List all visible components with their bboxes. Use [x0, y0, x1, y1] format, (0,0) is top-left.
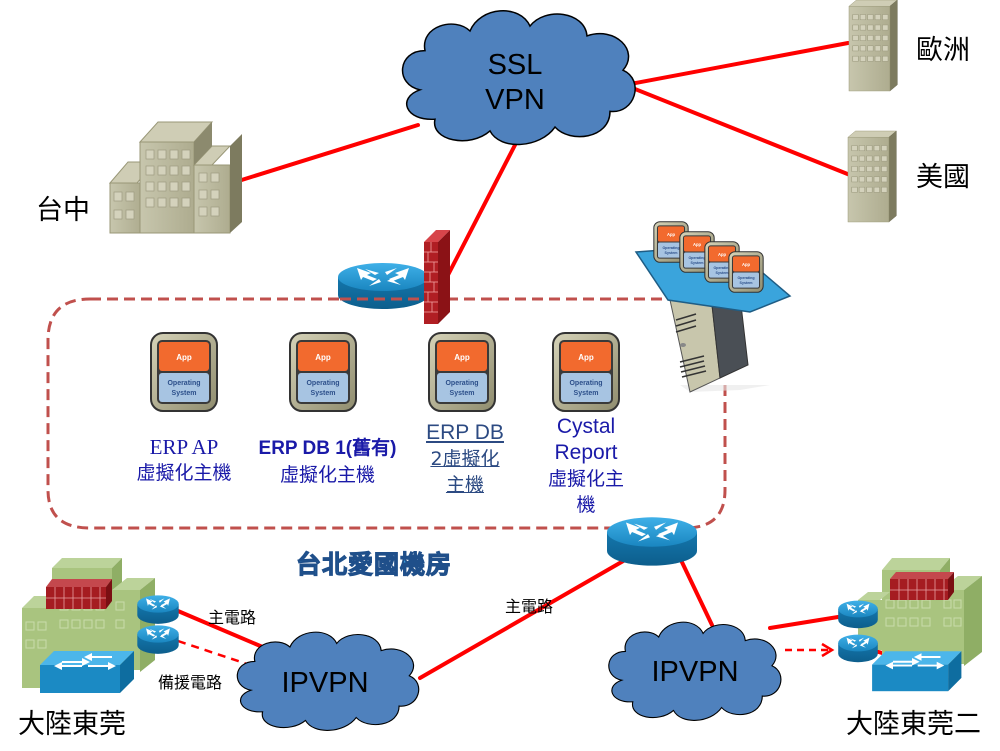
- vm-label-crystal-report-line3: 虛擬化主: [547, 468, 624, 490]
- vm-icon-erp-db2: [428, 332, 496, 412]
- vm-icon-erp-db1: [289, 332, 357, 412]
- link-dg-router1-ipvpn-left: [176, 609, 267, 650]
- usa-building-icon: [847, 130, 897, 223]
- vm-label-erp-db1: ERP DB 1(舊有) 虛擬化主機: [240, 436, 415, 488]
- vm-label-crystal-report-line4: 機: [576, 494, 596, 516]
- vm-label-erp-db2-line3[interactable]: 主機: [445, 474, 484, 496]
- link-sslvpn-europe: [623, 41, 850, 87]
- link-sslvpn-usa: [623, 83, 852, 177]
- datacenter-title: 台北愛國機房: [295, 550, 453, 580]
- link-label-primary-center: 主電路: [505, 597, 554, 616]
- gateway-router-icon: [338, 263, 428, 309]
- vm-label-erp-ap-line1: ERP AP: [149, 435, 219, 459]
- vm-label-erp-ap: ERP AP 虛擬化主機: [114, 434, 254, 486]
- link-ipvpn-right-dg2-backup: [785, 642, 835, 658]
- vm-icon-crystal-report: [552, 332, 620, 412]
- ssl-vpn-label-line1: SSL: [487, 49, 543, 81]
- ssl-vpn-label: SSL VPN: [465, 48, 565, 118]
- link-dg-router2-ipvpn-backup: [177, 639, 251, 667]
- datacenter-boundary: [46, 297, 727, 530]
- site-label-taichung: 台中: [36, 195, 90, 226]
- firewall-icon: [424, 230, 450, 324]
- vm-icon-erp-ap: [150, 332, 218, 412]
- vm-label-crystal-report-line1: Cystal: [556, 415, 616, 438]
- vm-label-erp-db1-line2: 虛擬化主機: [279, 464, 375, 486]
- europe-building-icon: [848, 0, 898, 92]
- dongguan-switch-icon: [40, 651, 134, 693]
- dongguan2-firewall-icon: [890, 572, 954, 600]
- virtualization-server-icon: [634, 221, 792, 393]
- site-label-europe: 歐洲: [916, 35, 970, 66]
- vm-label-crystal-report-line2: Report: [554, 441, 618, 464]
- link-ipvpn-right-dg2-router: [768, 615, 840, 630]
- site-label-dongguan: 大陸東莞: [18, 709, 126, 740]
- ipvpn-right-label: IPVPN: [651, 656, 739, 688]
- dongguan2-router-backup-icon: [838, 634, 878, 663]
- dongguan-router-backup-icon: [137, 625, 179, 654]
- link-core-router-ipvpn-right: [678, 556, 714, 627]
- taichung-building-icon: [108, 121, 242, 234]
- dongguan2-router-primary-icon: [838, 600, 878, 629]
- link-sslvpn-firewall: [446, 143, 517, 277]
- link-core-router-ipvpn-left: [418, 558, 627, 680]
- link-label-backup-left: 備援電路: [158, 673, 223, 692]
- dongguan-firewall-icon: [46, 579, 112, 609]
- ipvpn-left-label: IPVPN: [281, 667, 369, 699]
- vm-label-erp-db2-line2[interactable]: 2虛擬化: [430, 448, 500, 470]
- core-router-icon: [607, 517, 697, 566]
- vm-label-erp-db2[interactable]: ERP DB 2虛擬化 主機: [410, 420, 520, 498]
- ssl-vpn-label-line2: VPN: [485, 84, 545, 116]
- vm-label-erp-ap-line2: 虛擬化主機: [136, 462, 232, 484]
- dongguan-router-primary-icon: [137, 595, 179, 624]
- dongguan2-switch-icon: [872, 651, 962, 692]
- link-taichung-sslvpn: [230, 123, 420, 185]
- vm-label-erp-db2-line1[interactable]: ERP DB: [426, 421, 504, 444]
- site-label-usa: 美國: [916, 162, 970, 193]
- vm-label-erp-db1-line1: ERP DB 1(舊有): [258, 438, 397, 459]
- site-label-dongguan2: 大陸東莞二: [846, 709, 981, 740]
- link-label-primary-left: 主電路: [208, 608, 257, 627]
- vm-label-crystal-report: Cystal Report 虛擬化主 機: [530, 414, 642, 518]
